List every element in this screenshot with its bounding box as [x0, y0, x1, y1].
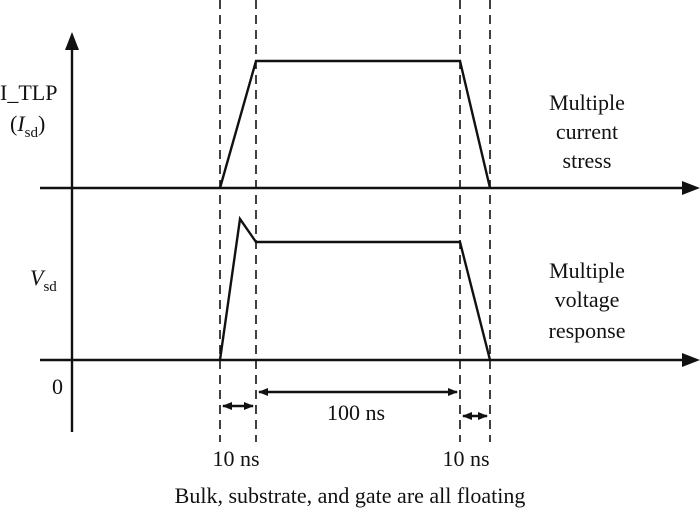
caption: Bulk, substrate, and gate are all floati… — [175, 483, 526, 508]
fall-time-label: 10 ns — [442, 446, 489, 471]
pulse-width-label: 100 ns — [327, 400, 385, 425]
voltage-description-line-3: response — [549, 318, 626, 343]
voltage-axis-label: Vsd — [30, 265, 57, 295]
current-pulse-waveform — [218, 59, 492, 189]
voltage-response-waveform — [218, 215, 492, 361]
current-axis-name: I_TLP — [0, 80, 57, 105]
current-description-line-3: stress — [563, 148, 612, 173]
voltage-time-axis-arrow — [682, 353, 700, 367]
vertical-axis-arrow — [65, 32, 79, 50]
current-description-line-1: Multiple — [549, 90, 625, 115]
current-description-line-2: current — [556, 119, 618, 144]
rise-time-label: 10 ns — [212, 446, 259, 471]
origin-label: 0 — [52, 374, 63, 399]
voltage-description-line-2: voltage — [555, 287, 620, 312]
current-time-axis-arrow — [682, 181, 700, 195]
voltage-description-line-1: Multiple — [549, 258, 625, 283]
current-axis-symbol: (Isd) — [10, 111, 45, 141]
